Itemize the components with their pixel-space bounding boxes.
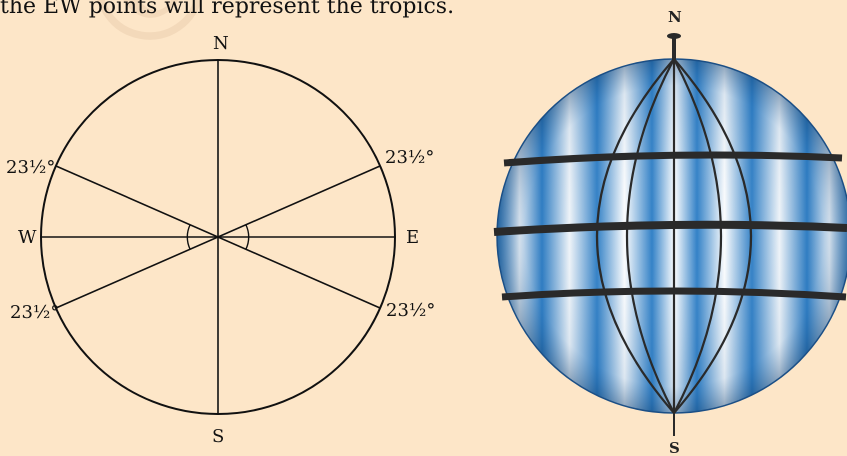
tropic-of-cancer-band <box>503 151 843 167</box>
globe-illustration: N S <box>493 8 847 456</box>
label-angle-upper-right: 23½° <box>385 147 434 168</box>
label-west: W <box>18 227 37 248</box>
north-axis-cap <box>667 33 681 39</box>
meridian-line <box>625 58 675 414</box>
equator-band <box>493 220 847 236</box>
label-south: S <box>212 426 224 447</box>
label-angle-lower-left: 23½° <box>10 302 59 323</box>
angle-arc-left <box>186 224 191 250</box>
tropic-of-capricorn-band <box>501 287 847 301</box>
label-angle-upper-left: 23½° <box>6 157 55 178</box>
label-north: N <box>213 33 229 54</box>
globe-label-north: N <box>668 8 682 26</box>
angle-arc-right <box>245 224 250 250</box>
meridian-line <box>596 58 675 414</box>
globe-label-south: S <box>669 439 680 456</box>
label-angle-lower-right: 23½° <box>386 300 435 321</box>
caption-text: the EW points will represent the tropics… <box>0 0 455 19</box>
globe-parallels <box>493 151 847 301</box>
globe-meridians <box>596 58 752 414</box>
tropic-line-2 <box>55 165 381 309</box>
meridian-line <box>673 58 723 414</box>
meridian-line <box>673 58 752 414</box>
label-east: E <box>406 227 419 248</box>
circle-diagram: N S E W 23½° 23½° 23½° 23½° <box>6 33 435 447</box>
